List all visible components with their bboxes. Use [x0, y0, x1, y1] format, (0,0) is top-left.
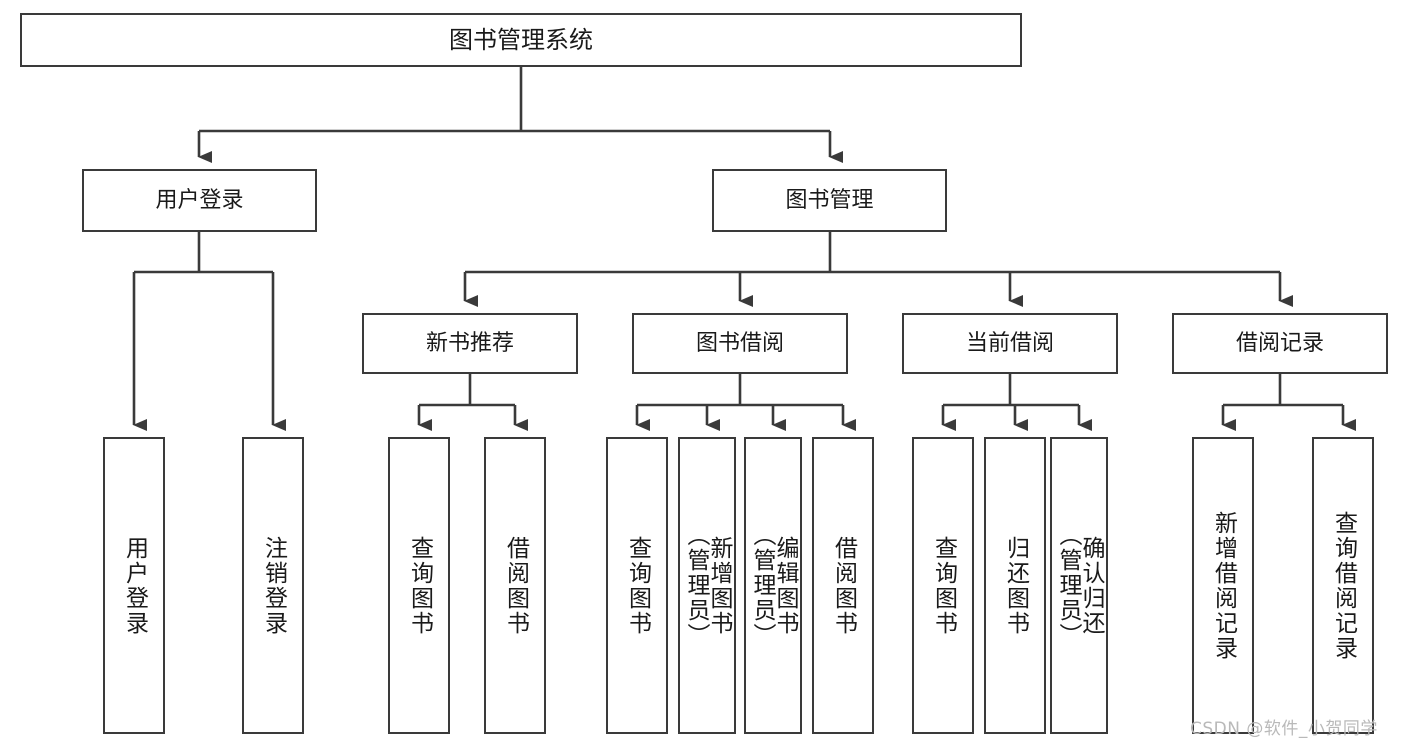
node-user-login[interactable]: 用户登录 — [82, 169, 317, 232]
node-root[interactable]: 图书管理系统 — [20, 13, 1022, 67]
leaf-record-query-label: 查询借阅记录 — [1330, 510, 1357, 661]
leaf-current-query-book[interactable]: 查询图书 — [912, 437, 974, 734]
leaf-record-add[interactable]: 新增借阅记录 — [1192, 437, 1254, 734]
leaf-current-confirm-return[interactable]: 确认归还 （管理员） — [1050, 437, 1108, 734]
leaf-borrow-query-book-label: 查询图书 — [624, 535, 651, 636]
node-root-label: 图书管理系统 — [449, 25, 593, 54]
leaf-user-logout[interactable]: 注销登录 — [242, 437, 304, 734]
leaf-record-add-label: 新增借阅记录 — [1210, 510, 1237, 661]
node-new-book-recommend[interactable]: 新书推荐 — [362, 313, 578, 374]
node-current-borrow[interactable]: 当前借阅 — [902, 313, 1118, 374]
leaf-current-return-book-label: 归还图书 — [1002, 535, 1029, 636]
node-book-manage-label: 图书管理 — [785, 187, 874, 213]
leaf-borrow-lend-book-label: 借阅图书 — [830, 535, 857, 636]
node-current-borrow-label: 当前借阅 — [965, 330, 1054, 356]
leaf-user-login-label: 用户登录 — [121, 535, 148, 636]
leaf-borrow-edit-book-label: 编辑图书 （管理员） — [749, 523, 798, 648]
leaf-recommend-query-book[interactable]: 查询图书 — [388, 437, 450, 734]
node-book-manage[interactable]: 图书管理 — [712, 169, 947, 232]
node-book-borrow[interactable]: 图书借阅 — [632, 313, 848, 374]
leaf-user-login[interactable]: 用户登录 — [103, 437, 165, 734]
leaf-borrow-add-book[interactable]: 新增图书 （管理员） — [678, 437, 736, 734]
leaf-user-logout-label: 注销登录 — [260, 535, 287, 636]
leaf-borrow-add-book-label: 新增图书 （管理员） — [683, 523, 732, 648]
node-borrow-record-label: 借阅记录 — [1235, 330, 1324, 356]
leaf-borrow-edit-book[interactable]: 编辑图书 （管理员） — [744, 437, 802, 734]
node-book-borrow-label: 图书借阅 — [695, 330, 784, 356]
leaf-recommend-borrow-book-label: 借阅图书 — [502, 535, 529, 636]
node-user-login-label: 用户登录 — [155, 187, 244, 213]
csdn-watermark: CSDN @软件_小贺同学 — [1190, 719, 1378, 739]
leaf-record-query[interactable]: 查询借阅记录 — [1312, 437, 1374, 734]
node-borrow-record[interactable]: 借阅记录 — [1172, 313, 1388, 374]
leaf-recommend-query-book-label: 查询图书 — [406, 535, 433, 636]
leaf-recommend-borrow-book[interactable]: 借阅图书 — [484, 437, 546, 734]
leaf-borrow-query-book[interactable]: 查询图书 — [606, 437, 668, 734]
leaf-borrow-lend-book[interactable]: 借阅图书 — [812, 437, 874, 734]
node-new-book-recommend-label: 新书推荐 — [425, 330, 514, 356]
leaf-current-return-book[interactable]: 归还图书 — [984, 437, 1046, 734]
leaf-current-query-book-label: 查询图书 — [930, 535, 957, 636]
leaf-current-confirm-return-label: 确认归还 （管理员） — [1055, 523, 1104, 648]
